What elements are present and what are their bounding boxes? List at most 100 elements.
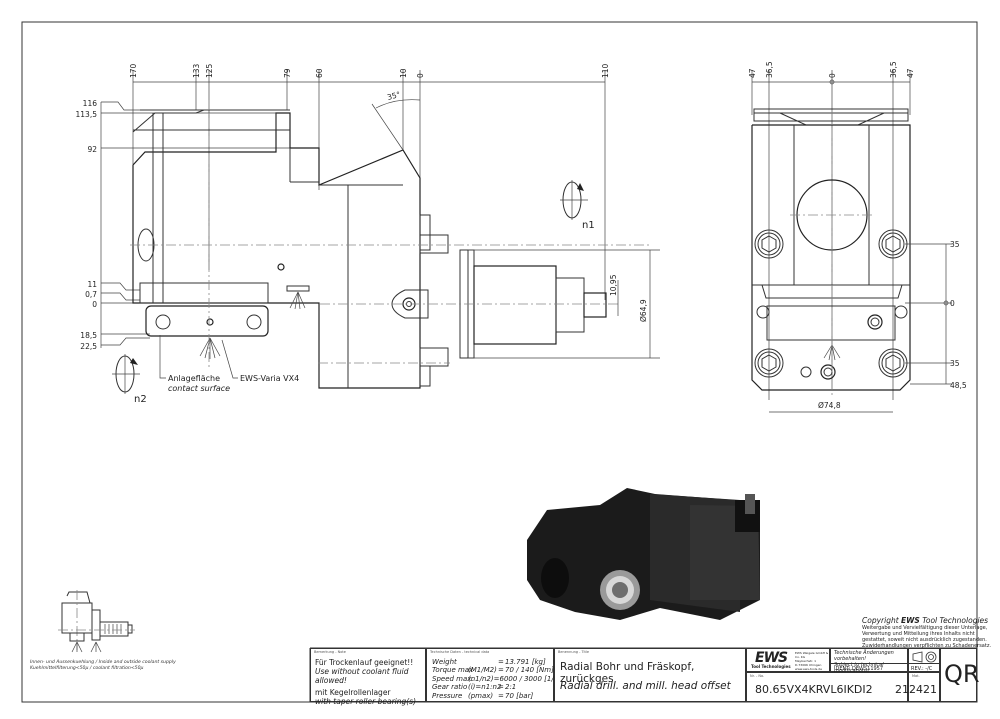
dim-label: 0,7 bbox=[85, 290, 97, 299]
technical-data-block: Technische Daten - technical data Weight… bbox=[426, 648, 570, 702]
dim-label: 36,5 bbox=[889, 61, 898, 78]
material-number: 212421 bbox=[895, 683, 937, 696]
revision-field: REV.: -/C bbox=[909, 663, 941, 674]
ident-value: DEWS11957 bbox=[852, 666, 884, 672]
company-block: EWS Tool Technologies EWS Weigele GmbH &… bbox=[746, 648, 830, 672]
copyright-brand: EWS bbox=[901, 616, 920, 625]
base-flange bbox=[139, 282, 269, 304]
coolant-spray-icon bbox=[289, 291, 306, 310]
dim-label: 92 bbox=[87, 145, 97, 154]
dim-label: 47 bbox=[906, 68, 915, 78]
ews-logo-sub: Tool Technologies bbox=[751, 664, 791, 669]
copyright-line: Weitergabe und Vervielfältigung dieser U… bbox=[862, 625, 988, 631]
dim-label: 48,5 bbox=[950, 381, 967, 390]
dim-label: 35 bbox=[950, 359, 960, 368]
diameter-dim-label: Ø64,9 bbox=[639, 299, 648, 322]
port-marker bbox=[277, 263, 285, 271]
remarks-block: Bemerkung - Note Für Trockenlauf geeigne… bbox=[310, 648, 426, 706]
rotation-n2-icon bbox=[112, 354, 140, 394]
coolant-note-line: Kuehlmittelfilterung<50µ / coolant filtr… bbox=[30, 666, 144, 671]
dim-label: 170 bbox=[129, 63, 138, 78]
coolant-note: Innen- und Aussenkuehlung / Inside and o… bbox=[30, 660, 176, 672]
contact-surface-label-en: contact surface bbox=[168, 384, 230, 393]
drawing-number-block: Nr. - No. 80.65VX4KRVL6IKDI2 bbox=[746, 672, 908, 702]
front-housing bbox=[751, 124, 911, 391]
dim-label: 60 bbox=[315, 68, 324, 78]
varia-callout-label: EWS-Varia VX4 bbox=[240, 374, 299, 383]
dim-label: 22,5 bbox=[80, 342, 97, 351]
socket-screw-icon bbox=[754, 348, 784, 378]
drive-shaft bbox=[583, 292, 607, 318]
tech-row-torque: Torque max(M1/M2)=70 / 140 [Nm] bbox=[432, 666, 554, 675]
title-caption: Benennung - Title bbox=[558, 650, 590, 654]
projection-block: REV.: -/C bbox=[908, 648, 941, 674]
remark-line: with taper roller bearing(s) bbox=[315, 697, 417, 706]
copyright-line: Verwertung und Mitteilung ihres Inhalts … bbox=[862, 631, 975, 637]
drawing-number: 80.65VX4KRVL6IKDI2 bbox=[755, 683, 873, 696]
sheet-border bbox=[21, 21, 978, 703]
tech-row-pressure: Pressure(pmax)=70 [bar] bbox=[432, 691, 534, 700]
changes-de: Technische Änderungen vorbehalten! bbox=[834, 650, 894, 662]
technical-caption: Technische Daten - technical data bbox=[430, 650, 490, 654]
shaft-dim-label: 10,95 bbox=[609, 274, 618, 296]
front-view: 47 36,5 0 36,5 47 bbox=[748, 61, 967, 413]
copyright-line: gestattet, soweit nicht ausdrücklich zug… bbox=[862, 637, 987, 643]
dim-label: 116 bbox=[83, 99, 98, 108]
company-address: EWS Weigele GmbH & Co. KG Maybachstr. 1 … bbox=[795, 651, 829, 671]
varia-clamp bbox=[145, 305, 269, 337]
dim-label: 36,5 bbox=[765, 61, 774, 78]
remark-line: Use without coolant fluid allowed! bbox=[315, 667, 409, 685]
title-name-block: Benennung - Title Radial Bohr und Fräsko… bbox=[554, 648, 746, 702]
coolant-spray-icon bbox=[71, 641, 102, 653]
copyright-notice: Copyright EWS Tool Technologies Weiterga… bbox=[862, 616, 992, 649]
product-render bbox=[527, 488, 760, 620]
angle-label: 35° bbox=[386, 90, 401, 102]
revision-value: -/C bbox=[925, 666, 933, 672]
coolant-note-line: Innen- und Aussenkuehlung / Inside and o… bbox=[30, 660, 176, 665]
contact-surface-label: Anlagefläche bbox=[168, 374, 220, 383]
dim-label: 125 bbox=[205, 63, 214, 78]
coolant-schematic bbox=[58, 590, 135, 653]
ews-logo: EWS bbox=[755, 650, 788, 666]
dim-label: 0 bbox=[950, 299, 955, 308]
rotation-n1-icon bbox=[560, 180, 588, 220]
first-angle-projection-icon bbox=[912, 651, 937, 663]
qr-label: QR bbox=[944, 660, 980, 688]
changes-block: Technische Änderungen vorbehalten! Subje… bbox=[830, 648, 909, 674]
dim-label: Ø74,8 bbox=[818, 401, 841, 410]
copyright-line: Zuwiderhandlungen verpflichten zu Schade… bbox=[862, 643, 992, 649]
title-en: Radial drill. and mill. head offset bbox=[560, 680, 731, 692]
dim-label: 10 bbox=[399, 68, 408, 78]
material-block: Mat. 212421 bbox=[895, 672, 940, 702]
socket-screw-icon bbox=[754, 229, 784, 259]
material-caption: Mat. bbox=[912, 674, 920, 678]
side-view: 170 133 125 79 60 10 0 110 116 113,5 92 … bbox=[76, 63, 660, 405]
tech-row-weight: Weight=13.791 [kg] bbox=[432, 658, 546, 666]
dim-label: 0 bbox=[92, 300, 97, 309]
rotation-n1-label: n1 bbox=[582, 220, 595, 231]
dim-label: 35 bbox=[950, 240, 960, 249]
qr-block: QR bbox=[940, 648, 980, 702]
dim-label: 0 bbox=[828, 73, 837, 78]
number-caption: Nr. - No. bbox=[750, 674, 765, 678]
title-de: Radial Bohr und Fräskopf, zurückges bbox=[560, 661, 695, 685]
coolant-spray-icon bbox=[823, 344, 841, 361]
rotation-n2-label: n2 bbox=[134, 394, 147, 405]
angle-arc bbox=[375, 99, 421, 109]
copyright-title: Copyright EWS Tool Technologies bbox=[862, 616, 989, 625]
dim-label: 18,5 bbox=[80, 331, 97, 340]
dim-label: 113,5 bbox=[76, 110, 98, 119]
dim-label: 11 bbox=[87, 280, 97, 289]
tech-row-speed: Speed max.(n1/n2)=6000 / 3000 [1/min] bbox=[432, 674, 570, 683]
remark-line: Für Trockenlauf geeignet!! bbox=[315, 658, 414, 667]
dim-label: 0 bbox=[416, 73, 425, 78]
coolant-spray-icon bbox=[199, 337, 221, 359]
dim-label: 110 bbox=[601, 63, 610, 78]
changes-en: Subject to technical modifications! bbox=[834, 662, 884, 674]
dim-label: 133 bbox=[192, 63, 201, 78]
tech-row-gear-ratio: Gear ratio(i)=n1:n2=2:1 bbox=[432, 683, 517, 692]
remarks-caption: Bemerkung - Note bbox=[314, 650, 346, 654]
housing-body bbox=[132, 109, 607, 389]
